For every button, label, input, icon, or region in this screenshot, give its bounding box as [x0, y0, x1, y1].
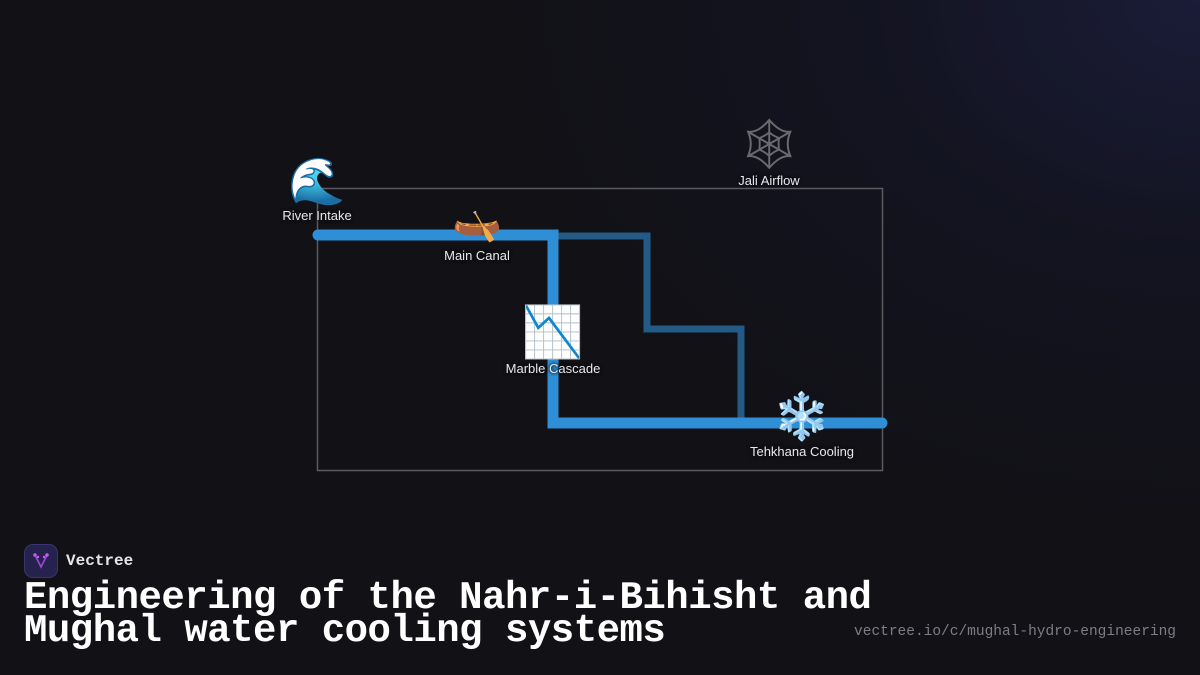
page-title: Engineering of the Nahr-i-Bihisht and Mu… [24, 576, 872, 653]
canoe-icon: 🛶 [452, 198, 502, 244]
node-label: River Intake [282, 208, 352, 223]
brand-name: Vectree [66, 552, 134, 570]
node-label: Marble Cascade [505, 361, 601, 376]
diagram-frame [316, 187, 884, 472]
main-flow-path [312, 229, 888, 429]
source-url[interactable]: vectree.io/c/mughal-hydro-engineering [854, 624, 1176, 640]
vectree-logo-icon [24, 544, 58, 578]
node-river-intake[interactable]: 🌊 River Intake [282, 156, 351, 223]
node-label: Tehkhana Cooling [749, 444, 855, 459]
node-marble-cascade[interactable]: 📉 Marble Cascade [506, 305, 601, 376]
node-jali-airflow[interactable]: 🕸 Jali Airflow [737, 117, 800, 188]
node-label: Jali Airflow [738, 173, 800, 188]
title-line-1: Engineering of the Nahr-i-Bihisht and [24, 576, 872, 620]
snowflake-icon: ❄️ [773, 389, 831, 443]
water-wave-icon: 🌊 [288, 154, 346, 208]
node-main-canal[interactable]: 🛶 Main Canal [444, 196, 510, 263]
title-line-2: Mughal water cooling systems [24, 609, 666, 653]
secondary-flow-path [553, 232, 745, 423]
node-label: Main Canal [444, 248, 510, 263]
chart-decreasing-icon: 📉 [521, 303, 585, 361]
node-tehkhana-cooling[interactable]: ❄️ Tehkhana Cooling [750, 390, 854, 459]
spider-web-icon: 🕸 [737, 115, 801, 173]
brand[interactable]: Vectree [24, 544, 133, 578]
